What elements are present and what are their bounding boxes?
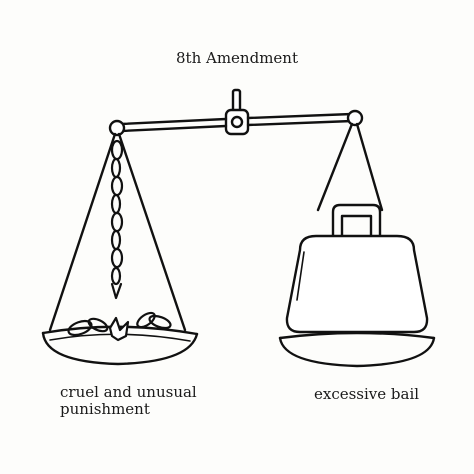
right-pan — [278, 331, 436, 368]
scale-beam — [108, 109, 364, 137]
hanging-chain-icon — [110, 139, 124, 300]
right-beam-joint — [346, 109, 364, 127]
right-pan-strings — [316, 122, 384, 212]
right-pan-label: excessive bail — [314, 385, 420, 403]
diagram-title: 8th Amendment — [176, 49, 298, 67]
left-pan-label-line1: cruel and unusual — [60, 383, 197, 401]
scale-pivot — [224, 88, 250, 136]
left-pan-strings — [48, 132, 187, 332]
weight-icon — [285, 234, 429, 334]
left-pan-label: cruel and unusual punishment — [60, 384, 200, 418]
weight-handle — [331, 203, 382, 238]
left-pan-label-line2: punishment — [60, 400, 150, 418]
broken-chain-icon — [67, 311, 172, 342]
left-beam-joint — [108, 119, 126, 137]
